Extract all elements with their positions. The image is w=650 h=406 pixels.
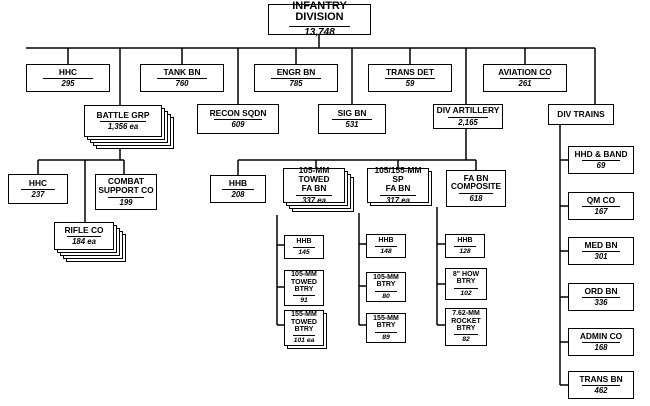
hhc-division-count: 295 <box>43 78 93 88</box>
med-bn-count: 301 <box>581 251 621 261</box>
ord-bn-box: ORD BN 336 <box>568 283 634 311</box>
fa-bn-105-towed-box: 105-mm TOWED FA BN 337 ea <box>283 165 345 205</box>
engr-bn-name: ENGR BN <box>276 66 316 77</box>
qm-co-name: QM CO <box>586 194 616 205</box>
infantry-division-box: INFANTRY DIVISION 13,748 <box>268 0 371 37</box>
fa-bn-sp-box: 105/155-mm SP FA BN 317 ea <box>367 165 429 205</box>
btry-105-sp-name: 105-mm BTRY <box>373 274 399 289</box>
hhb-artillery-box: HHB 208 <box>210 175 266 203</box>
fa-bn-105-towed-count: 337 ea <box>296 194 332 205</box>
combat-support-co-name: COMBAT SUPPORT CO <box>98 176 154 195</box>
hhb-105-name: HHB <box>296 237 312 245</box>
btry-105-towed-name: 105-mm TOWED BTRY <box>291 271 317 294</box>
btry-155-towed-count: 101 ea <box>292 335 316 345</box>
med-bn-name: MED BN <box>584 239 618 250</box>
sig-bn-count: 531 <box>332 119 372 129</box>
div-artillery-box: DIV ARTILLERY 2,165 <box>433 104 503 129</box>
btry-105-sp-box: 105-mm BTRY 80 <box>366 272 406 302</box>
fa-bn-composite-box: FA BN COMPOSITE 618 <box>446 170 506 207</box>
hhb-artillery-count: 208 <box>221 189 255 199</box>
sig-bn-box: SIG BN 531 <box>318 104 386 134</box>
hhc-division-box: HHC 295 <box>26 64 110 92</box>
btry-762-rocket-count: 82 <box>454 334 478 343</box>
hhc-battle-grp-name: HHC <box>28 177 48 188</box>
hhb-composite-name: HHB <box>457 236 473 244</box>
battle-grp-box: BATTLE GRP 1,356 ea <box>84 105 162 137</box>
hhb-artillery-name: HHB <box>228 177 248 188</box>
battle-grp-name: BATTLE GRP <box>96 109 150 120</box>
btry-155-sp-name: 155-mm BTRY <box>373 315 399 330</box>
aviation-co-box: AVIATION CO 261 <box>483 64 567 92</box>
infantry-division-name: INFANTRY DIVISION <box>292 0 347 24</box>
admin-co-box: ADMIN CO 168 <box>568 328 634 356</box>
engr-bn-box: ENGR BN 785 <box>254 64 338 92</box>
aviation-co-count: 261 <box>500 78 550 88</box>
hhc-battle-grp-box: HHC 237 <box>8 174 68 204</box>
aviation-co-name: AVIATION CO <box>498 66 552 77</box>
hhc-battle-grp-count: 237 <box>20 189 56 199</box>
combat-support-co-box: COMBAT SUPPORT CO 199 <box>95 174 157 210</box>
med-bn-box: MED BN 301 <box>568 237 634 265</box>
hhb-105-box: HHB 145 <box>284 235 324 259</box>
hhb-sp-box: HHB 148 <box>366 234 406 258</box>
rifle-co-box: RIFLE CO 184 ea <box>54 222 114 250</box>
btry-105-towed-count: 91 <box>292 295 316 304</box>
sig-bn-name: SIG BN <box>337 107 367 118</box>
admin-co-count: 168 <box>581 342 621 352</box>
div-trains-name: DIV TRAINS <box>557 109 605 120</box>
hhd-band-box: HHD & BAND 69 <box>568 146 634 174</box>
btry-762-rocket-box: 7.62-mm ROCKET BTRY 82 <box>445 308 487 346</box>
btry-105-towed-box: 105-mm TOWED BTRY 91 <box>284 270 324 306</box>
trans-bn-box: TRANS BN 462 <box>568 371 634 399</box>
hhd-band-name: HHD & BAND <box>574 148 628 159</box>
hhb-sp-count: 148 <box>374 246 398 255</box>
rifle-co-name: RIFLE CO <box>64 224 104 235</box>
rifle-co-count: 184 ea <box>66 236 102 246</box>
div-artillery-count: 2,165 <box>447 116 489 127</box>
btry-105-sp-count: 80 <box>374 290 398 300</box>
btry-155-towed-name: 155-mm TOWED BTRY <box>291 311 317 334</box>
hhb-composite-count: 128 <box>453 246 477 255</box>
fa-bn-105-towed-name: 105-mm TOWED FA BN <box>298 165 330 193</box>
ord-bn-name: ORD BN <box>584 285 618 296</box>
recon-sqdn-name: RECON SQDN <box>209 107 267 118</box>
recon-sqdn-count: 609 <box>214 119 262 129</box>
btry-762-rocket-name: 7.62-mm ROCKET BTRY <box>451 310 481 333</box>
btry-155-sp-box: 155-mm BTRY 89 <box>366 313 406 343</box>
fa-bn-sp-count: 317 ea <box>380 194 416 205</box>
hhb-105-count: 145 <box>292 247 316 256</box>
infantry-division-count: 13,748 <box>289 25 350 39</box>
admin-co-name: ADMIN CO <box>579 330 623 341</box>
trans-det-box: TRANS DET 59 <box>368 64 452 92</box>
hhc-division-name: HHC <box>58 66 78 77</box>
recon-sqdn-box: RECON SQDN 609 <box>197 104 279 134</box>
trans-det-name: TRANS DET <box>386 66 434 77</box>
ord-bn-count: 336 <box>581 297 621 307</box>
btry-155-towed-box: 155-mm TOWED BTRY 101 ea <box>284 310 324 346</box>
hhb-composite-box: HHB 128 <box>445 234 485 258</box>
btry-8-how-box: 8" HOW BTRY 102 <box>445 268 487 300</box>
tank-bn-box: TANK BN 760 <box>140 64 224 92</box>
btry-8-how-name: 8" HOW BTRY <box>452 271 480 286</box>
fa-bn-sp-name: 105/155-mm SP FA BN <box>374 165 422 193</box>
combat-support-co-count: 199 <box>108 196 144 207</box>
hhb-sp-name: HHB <box>378 236 394 244</box>
qm-co-box: QM CO 167 <box>568 192 634 220</box>
engr-bn-count: 785 <box>271 78 321 88</box>
tank-bn-name: TANK BN <box>163 66 201 77</box>
btry-155-sp-count: 89 <box>374 331 398 341</box>
fa-bn-composite-name: FA BN COMPOSITE <box>450 172 502 192</box>
trans-bn-name: TRANS BN <box>579 373 623 384</box>
trans-det-count: 59 <box>385 78 435 88</box>
btry-8-how-count: 102 <box>454 287 478 297</box>
div-trains-box: DIV TRAINS <box>548 104 614 125</box>
tank-bn-count: 760 <box>157 78 207 88</box>
battle-grp-count: 1,356 ea <box>100 121 146 131</box>
trans-bn-count: 462 <box>581 385 621 395</box>
div-artillery-name: DIV ARTILLERY <box>436 105 500 115</box>
qm-co-count: 167 <box>581 206 621 216</box>
fa-bn-composite-count: 618 <box>458 193 494 203</box>
hhd-band-count: 69 <box>581 160 621 170</box>
